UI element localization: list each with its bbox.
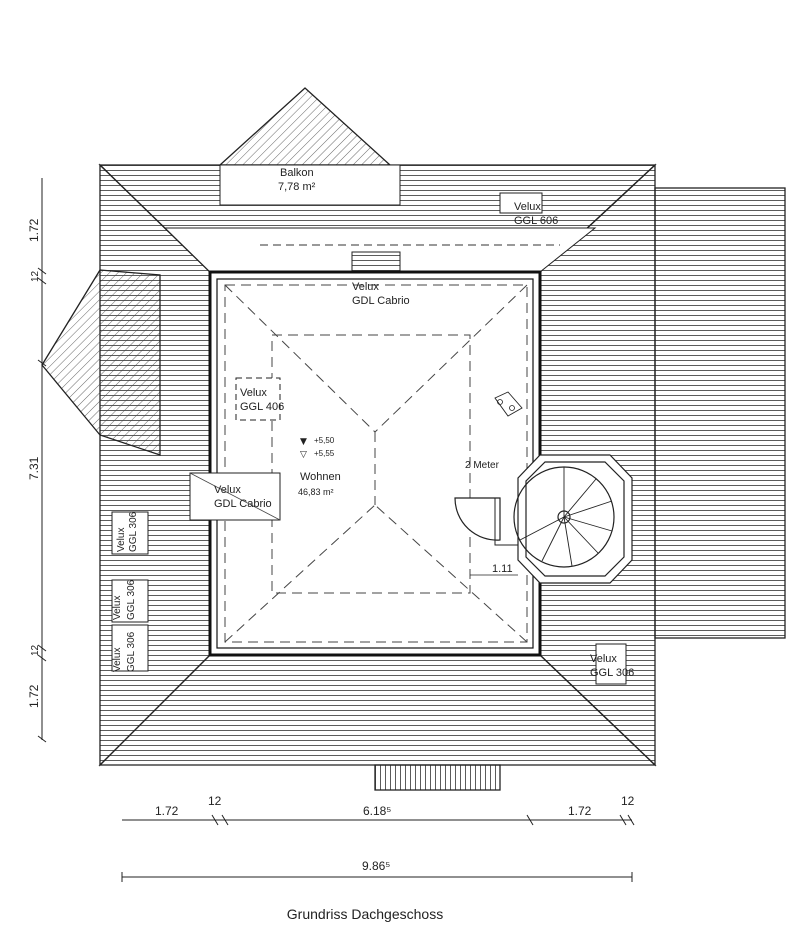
velux-left-mid-brand: Velux xyxy=(214,484,241,496)
roof-extension-right xyxy=(654,187,786,639)
velux-window-left-roof-2 xyxy=(111,579,149,623)
velux-windows xyxy=(111,192,627,685)
balcony xyxy=(163,164,597,273)
gable-left xyxy=(41,269,161,456)
dim-left-top-small: 12 xyxy=(30,270,41,282)
velux-left-roof-3-model: GGL 306 xyxy=(126,631,137,672)
dimension-lines-bottom xyxy=(121,814,635,882)
balkon-area: 7,78 m² xyxy=(278,181,316,193)
dim-left-bottom: 1.72 xyxy=(27,684,41,708)
dimension-lines-left xyxy=(37,178,47,743)
velux-left-roof-2-brand: Velux xyxy=(112,596,123,620)
velux-window-left-roof-1 xyxy=(111,511,149,555)
stair-label: 2 Meter xyxy=(465,460,500,471)
velux-left-roof-labels: Velux GGL 306 Velux GGL 306 Velux GGL 30… xyxy=(112,511,139,672)
velux-top-center-model: GDL Cabrio xyxy=(352,295,410,307)
hob-icon xyxy=(494,391,523,417)
velux-window-top-right xyxy=(499,192,543,214)
dim-bottom-1: 1.72 xyxy=(155,804,179,818)
chimney-top xyxy=(351,251,401,273)
dim-bottom-5: 12 xyxy=(621,794,635,808)
door-swing xyxy=(454,497,501,541)
stair-octagon xyxy=(517,454,633,584)
dim-left-top: 1.72 xyxy=(27,218,41,242)
level-b: +5,55 xyxy=(314,449,335,458)
velux-left-roof-1-brand: Velux xyxy=(116,528,127,552)
dim-bottom-2: 12 xyxy=(208,794,222,808)
dim-left-bottom-small: 12 xyxy=(30,644,41,656)
velux-left-upper-model: GGL 406 xyxy=(240,401,284,413)
velux-left-roof-2-model: GGL 306 xyxy=(126,579,137,620)
plan-caption: Grundriss Dachgeschoss xyxy=(286,906,444,922)
velux-top-right-model: GGL 606 xyxy=(514,215,558,227)
labels: Balkon 7,78 m² Velux GGL 606 Velux GDL C… xyxy=(27,167,635,873)
wohnen-area: 46,83 m² xyxy=(298,487,334,497)
dim-bottom-total: 9.86⁵ xyxy=(362,859,390,873)
dormer-bottom xyxy=(374,764,501,791)
velux-top-center-brand: Velux xyxy=(352,281,379,293)
dim-left-middle: 7.31 xyxy=(27,456,41,480)
gable-top xyxy=(218,87,392,166)
velux-window-left-roof-3 xyxy=(111,624,149,672)
stair-treads xyxy=(519,467,613,567)
spiral-stair xyxy=(454,454,633,584)
balkon-name: Balkon xyxy=(280,167,314,179)
velux-left-roof-3-brand: Velux xyxy=(112,648,123,672)
level-b-marker: ▽ xyxy=(300,450,307,460)
velux-left-mid-model: GDL Cabrio xyxy=(214,498,272,510)
level-a-marker: ▼ xyxy=(300,437,307,447)
level-a: +5,50 xyxy=(314,436,335,445)
velux-bottom-right-brand: Velux xyxy=(590,653,617,665)
wohnen-name: Wohnen xyxy=(300,471,341,483)
dim-bottom-3: 6.18⁵ xyxy=(363,804,391,818)
velux-left-roof-1-model: GGL 306 xyxy=(128,511,139,552)
velux-window-bottom-right xyxy=(595,643,627,685)
dim-bottom-4: 1.72 xyxy=(568,804,592,818)
velux-window-left-upper xyxy=(235,377,281,421)
velux-left-upper-brand: Velux xyxy=(240,387,267,399)
velux-bottom-right-model: GGL 306 xyxy=(590,667,634,679)
stair-dim: 1.11 xyxy=(492,563,513,575)
velux-top-right-brand: Velux xyxy=(514,201,541,213)
